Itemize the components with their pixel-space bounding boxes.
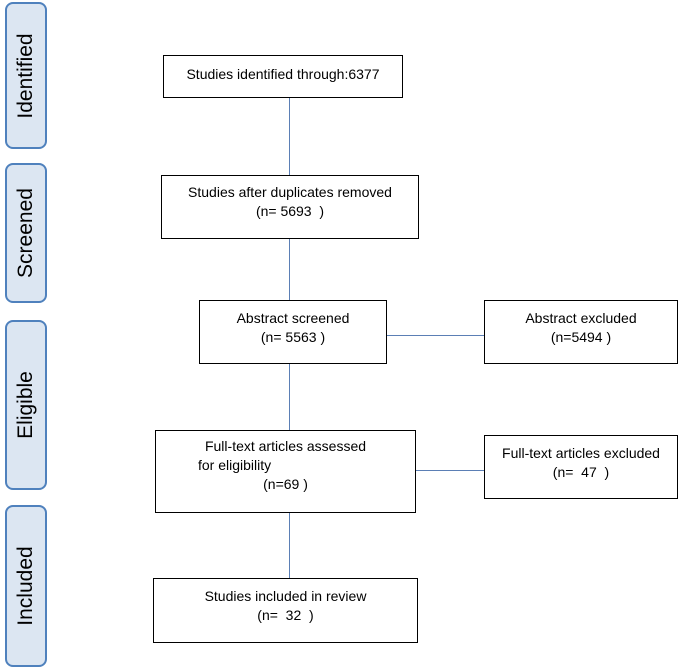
box-duplicates-removed-line1: Studies after duplicates removed xyxy=(188,184,392,200)
box-included-line2: (n= 32 ) xyxy=(257,607,314,623)
phase-eligible-label: Eligible xyxy=(14,371,37,439)
phase-screened-label: Screened xyxy=(14,188,37,278)
box-fulltext-excluded-line2: (n= 47 ) xyxy=(552,464,610,480)
connector-abstract-to-excluded xyxy=(387,335,484,336)
box-abstract-excluded-line1: Abstract excluded xyxy=(525,310,637,326)
box-abstract-screened: Abstract screened (n= 5563 ) xyxy=(199,300,387,364)
box-duplicates-removed: Studies after duplicates removed (n= 569… xyxy=(161,175,419,239)
connector-abstract-to-fulltext xyxy=(289,363,290,430)
phase-eligible: Eligible xyxy=(5,320,47,490)
phase-screened: Screened xyxy=(5,163,47,303)
phase-included-label: Included xyxy=(14,546,37,626)
phase-included: Included xyxy=(5,505,47,667)
box-abstract-excluded-line2: (n=5494 ) xyxy=(550,329,612,345)
box-abstract-screened-line2: (n= 5563 ) xyxy=(260,329,326,345)
box-fulltext-assessed: Full-text articles assessed for eligibil… xyxy=(155,430,416,513)
box-fulltext-assessed-line3: (n=69 ) xyxy=(263,476,308,492)
box-included-line1: Studies included in review xyxy=(204,588,367,604)
connector-fulltext-to-excluded xyxy=(416,470,484,471)
connector-screened-to-abstract xyxy=(289,238,290,300)
box-abstract-excluded: Abstract excluded (n=5494 ) xyxy=(484,300,678,364)
box-abstract-screened-line1: Abstract screened xyxy=(236,310,350,326)
box-fulltext-assessed-line1: Full-text articles assessed xyxy=(204,438,367,454)
box-fulltext-excluded-line1: Full-text articles excluded xyxy=(502,445,660,461)
phase-identified: Identified xyxy=(5,2,47,149)
phase-identified-label: Identified xyxy=(14,32,37,119)
connector-fulltext-to-included xyxy=(289,512,290,578)
connector-identified-to-screened xyxy=(289,97,290,175)
box-fulltext-assessed-line2: for eligibility xyxy=(198,457,272,473)
box-duplicates-removed-line2: (n= 5693 ) xyxy=(255,203,325,219)
box-identified: Studies identified through:6377 xyxy=(163,55,403,98)
box-fulltext-excluded: Full-text articles excluded (n= 47 ) xyxy=(484,435,678,499)
box-identified-line1: Studies identified through:6377 xyxy=(186,66,380,82)
box-included: Studies included in review (n= 32 ) xyxy=(153,578,418,643)
